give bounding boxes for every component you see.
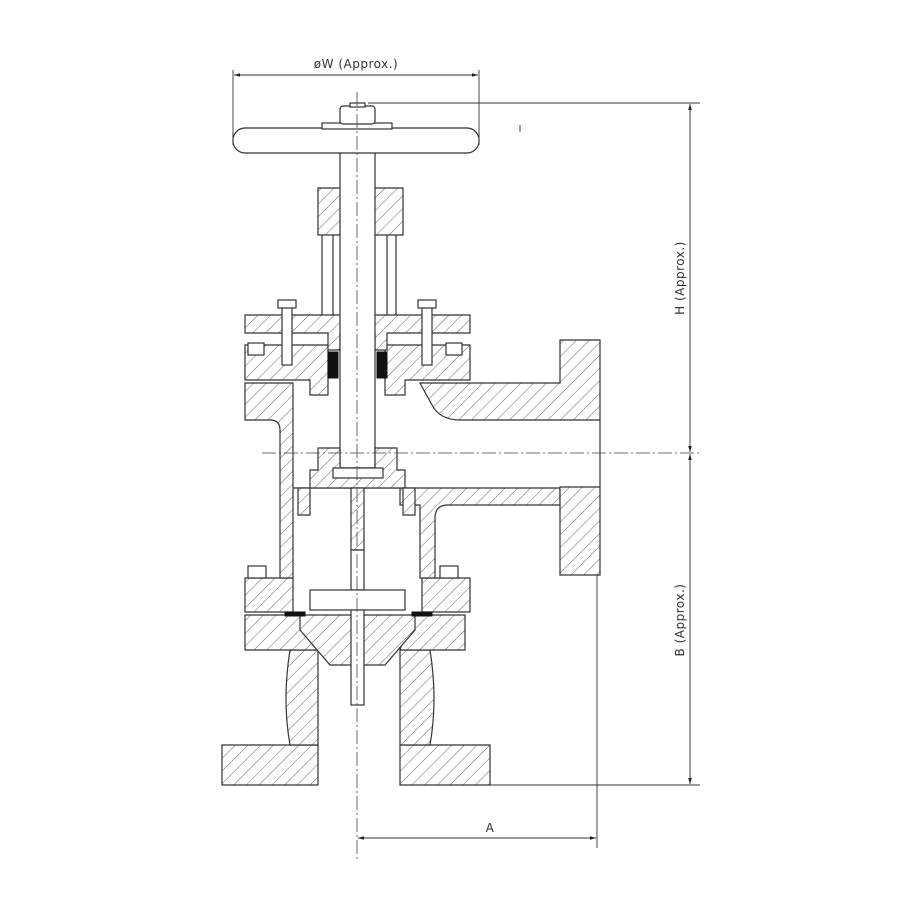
- dimension-w-label: øW (Approx.): [314, 57, 398, 71]
- dimension-h: H (Approx.): [368, 102, 700, 452]
- dimension-b: B (Approx.): [490, 454, 700, 786]
- dimension-b-label: B (Approx.): [673, 584, 687, 657]
- bonnet: [244, 342, 471, 396]
- dimension-a: A: [358, 575, 598, 848]
- dimension-a-label: A: [486, 821, 495, 835]
- dimension-w: øW (Approx.): [232, 57, 480, 145]
- dimension-h-label: H (Approx.): [673, 241, 687, 315]
- disc-assembly: [284, 447, 433, 706]
- inlet-flange: [221, 649, 491, 786]
- handwheel[interactable]: [232, 102, 480, 154]
- valve-body: [244, 339, 601, 579]
- valve-stem: [339, 127, 376, 469]
